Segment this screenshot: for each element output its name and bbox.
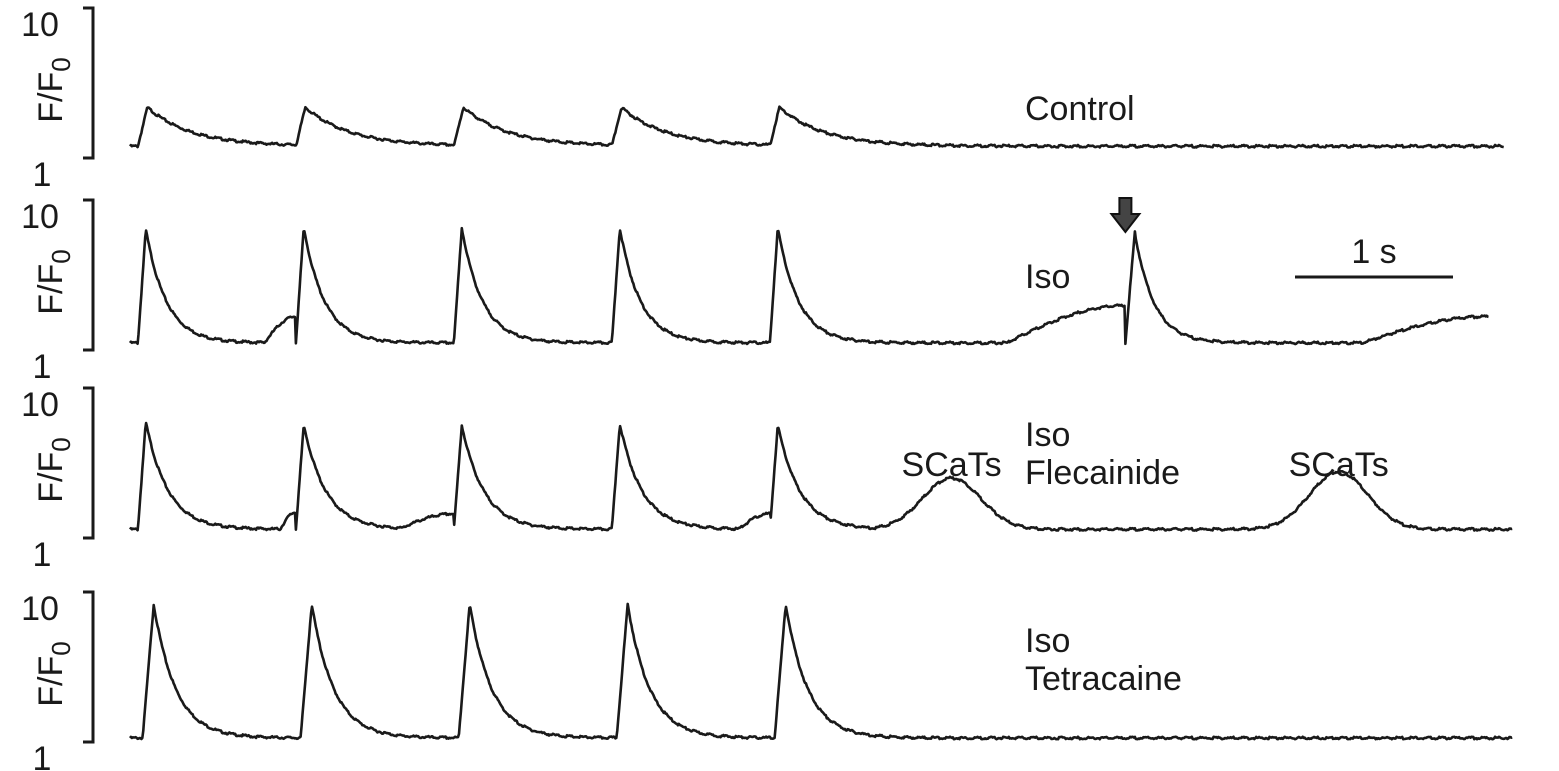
fluorescence-trace	[128, 226, 1489, 346]
y-tick-label-max: 10	[21, 6, 59, 44]
y-axis-bracket	[83, 6, 95, 160]
scats-label: SCaTs	[1289, 446, 1389, 484]
scats-label: SCaTs	[902, 446, 1002, 484]
y-tick-label-max: 10	[21, 590, 59, 628]
y-tick-label-min: 1	[33, 740, 52, 771]
y-axis-bracket	[83, 386, 95, 540]
condition-label: Iso	[1025, 416, 1070, 454]
condition-label: Control	[1025, 90, 1135, 128]
y-axis-bracket	[83, 590, 95, 744]
condition-label: Flecainide	[1025, 454, 1180, 492]
y-axis-label: F/F0	[32, 641, 76, 706]
condition-label: Iso	[1025, 258, 1070, 296]
y-tick-label-min: 1	[33, 536, 52, 574]
y-axis-label: F/F0	[32, 57, 76, 122]
y-tick-label-max: 10	[21, 198, 59, 236]
y-tick-label-min: 1	[33, 156, 52, 194]
trace-panel-2: 10 1 F/F0 Iso 1 s	[21, 197, 1489, 386]
condition-label: Tetracaine	[1025, 660, 1182, 698]
fluorescence-trace	[128, 105, 1504, 149]
fluorescence-trace	[128, 602, 1513, 741]
y-axis-bracket	[83, 198, 95, 352]
down-arrow-icon	[1109, 197, 1142, 234]
scale-bar-label: 1 s	[1351, 233, 1396, 271]
condition-label: Iso	[1025, 622, 1070, 660]
y-axis-label: F/F0	[32, 437, 76, 502]
fluorescence-trace	[128, 421, 1513, 532]
y-tick-label-max: 10	[21, 386, 59, 424]
y-tick-label-min: 1	[33, 348, 52, 386]
y-axis-label: F/F0	[32, 249, 76, 314]
